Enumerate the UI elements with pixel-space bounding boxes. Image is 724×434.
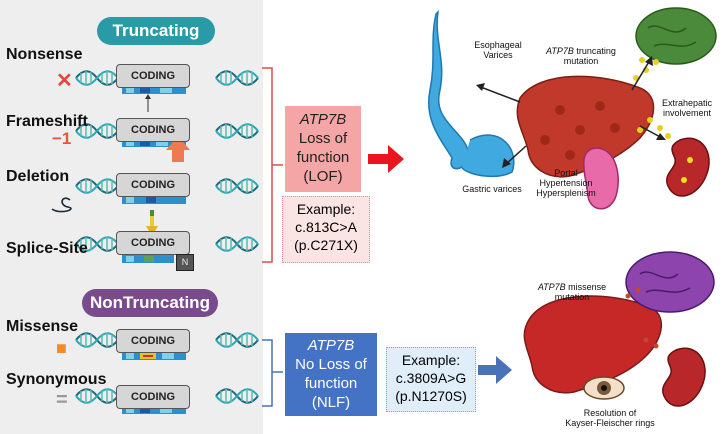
exon-strip-nonsense xyxy=(122,86,186,112)
exon-strip-splice xyxy=(122,210,174,263)
liver-bottom-illustration xyxy=(523,295,663,394)
brain-bottom-illustration xyxy=(625,251,715,313)
eye-illustration xyxy=(583,376,625,400)
nlf-example-title: Example: xyxy=(401,352,461,368)
frameshift-minus-one: −1 xyxy=(52,129,72,148)
nlf-box: ATP7B No Loss of function (NLF) xyxy=(285,333,377,416)
nlf-arrow xyxy=(478,356,512,384)
brain-top-illustration xyxy=(635,7,717,65)
label-synonymous: Synonymous xyxy=(6,371,107,388)
nlf-gene: ATP7B xyxy=(307,337,355,354)
lof-line1: Loss of xyxy=(298,130,348,147)
kidney-top-illustration xyxy=(666,137,710,197)
nonsense-x-icon: ✕ xyxy=(56,70,73,92)
coding-box-splice: CODING xyxy=(116,231,190,255)
bottom-mutation-text: missense mutation xyxy=(554,282,607,302)
label-splice-site: Splice-Site xyxy=(6,240,88,257)
lof-gene: ATP7B xyxy=(299,111,347,128)
coding-box-nonsense: CODING xyxy=(116,64,190,88)
nlf-line3: (NLF) xyxy=(311,394,351,411)
esophageal-label: Esophageal Varices xyxy=(474,40,522,60)
exon-strip-missense xyxy=(122,352,186,360)
truncating-bracket xyxy=(262,67,273,263)
lof-arrow xyxy=(368,145,404,173)
lof-example-title: Example: xyxy=(296,201,356,217)
copper-dots-bottom xyxy=(625,287,659,349)
splice-n-marker: N xyxy=(176,254,194,271)
spleen-illustration xyxy=(583,147,619,210)
top-arrows xyxy=(476,56,666,168)
kayser-fleischer-label: Resolution of Kayser-Fleischer rings xyxy=(565,408,655,428)
nontruncating-header: NonTruncating xyxy=(82,289,218,317)
missense-square-icon: ■ xyxy=(56,338,67,358)
lof-line2: function xyxy=(296,149,350,166)
top-mutation-label: ATP7B truncating mutation xyxy=(536,46,626,66)
lof-box: ATP7B Loss of function (LOF) xyxy=(285,106,361,192)
exon-strip-synonymous xyxy=(122,406,186,414)
top-mutation-text: truncating mutation xyxy=(563,46,616,66)
kidney-bottom-illustration xyxy=(662,347,706,407)
exon-strip-deletion xyxy=(51,196,186,213)
lof-example-variant: c.813C>A xyxy=(295,219,357,235)
synonymous-equals-icon: = xyxy=(56,389,68,411)
label-missense: Missense xyxy=(6,318,79,335)
label-frameshift: Frameshift xyxy=(6,113,88,130)
nlf-example-box: Example: c.3809A>G (p.N1270S) xyxy=(386,347,476,412)
exon-strip-frameshift xyxy=(122,136,190,162)
nlf-example-protein: (p.N1270S) xyxy=(395,388,467,404)
label-nonsense: Nonsense xyxy=(6,46,83,63)
gastric-label: Gastric varices xyxy=(462,184,522,194)
portal-label: Portal Hypertension Hypersplenism xyxy=(536,168,596,198)
label-deletion: Deletion xyxy=(6,168,70,185)
coding-box-missense: CODING xyxy=(116,329,190,353)
nlf-line1: No Loss of xyxy=(295,356,367,373)
esophagus-illustration xyxy=(428,9,515,178)
bottom-gene-label: ATP7B xyxy=(537,282,566,292)
nlf-example-variant: c.3809A>G xyxy=(395,370,467,386)
liver-top-illustration xyxy=(516,75,655,178)
lof-example-box: Example: c.813C>A (p.C271X) xyxy=(282,196,370,263)
truncating-header: Truncating xyxy=(97,17,215,45)
coding-box-frameshift: CODING xyxy=(116,118,190,142)
nontruncating-bracket xyxy=(262,339,273,407)
top-gene-label: ATP7B xyxy=(546,46,574,56)
lof-line3: (LOF) xyxy=(303,168,343,185)
extrahepatic-label: Extrahepatic involvement xyxy=(661,98,713,118)
coding-box-deletion: CODING xyxy=(116,173,190,197)
bottom-mutation-label: ATP7B missense mutation xyxy=(532,282,612,302)
coding-box-synonymous: CODING xyxy=(116,385,190,409)
lof-example-protein: (p.C271X) xyxy=(294,237,358,253)
nlf-line2: function xyxy=(304,375,358,392)
